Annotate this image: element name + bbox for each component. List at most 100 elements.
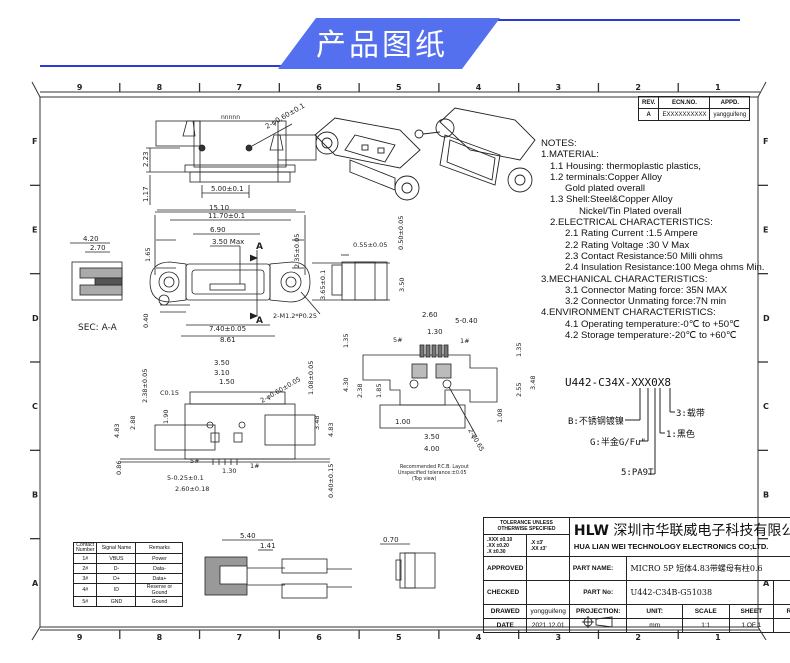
cell: GND (96, 596, 137, 607)
banner-title: 产品图纸 (316, 28, 448, 63)
pcb-dim-1-00: 1.00 (395, 418, 411, 426)
column-label: 9 (77, 83, 83, 92)
header-remarks: Remarks (135, 542, 184, 554)
note-line: 3.MECHANICAL CHARACTERISTICS: (541, 273, 708, 285)
dim-0-55: 0.55±0.05 (353, 241, 387, 249)
ecn-header: ECN.NO. (658, 96, 711, 109)
cell: Data- (135, 563, 184, 574)
title-block: TOLERANCE UNLESS OTHERWISE SPECIFIED HLW… (482, 517, 790, 633)
dim-6-90: 6.90 (210, 226, 226, 234)
note-line: NOTES: (541, 138, 577, 149)
pcb-dim-3-48: 3.48 (529, 376, 537, 390)
banner-parallelogram (278, 18, 500, 69)
section-marker-bottom: A (256, 316, 263, 326)
dim-3-50: 3.50 (398, 278, 406, 292)
legend-1: 1:黑色 (666, 430, 695, 440)
note-line: Nickel/Tin Plated overall (579, 205, 682, 217)
note-line: 3.2 Connector Unmating force:7N min (565, 296, 727, 308)
column-label: 7 (236, 633, 242, 642)
dim-4-20: 4.20 (83, 235, 99, 243)
dim-0-86: 0.86 (115, 461, 123, 475)
pcb-dim-2-38: 2.38 (356, 384, 364, 398)
sheet-value: 1 OF 1 (728, 618, 775, 633)
pcb-pin5: 5# (393, 336, 403, 344)
part-code: U442-C34X-XXX0X8 (565, 376, 671, 389)
dim-1-41: 1.41 (260, 542, 276, 550)
dim-pitch: 5.00±0.1 (211, 185, 244, 193)
part-name-value: MICRO 5P 短体4.83带螺母有柱0.6 (626, 556, 790, 581)
side-section-drawing (204, 539, 352, 599)
column-label: 8 (157, 633, 163, 642)
tolerance-title: TOLERANCE UNLESS OTHERWISE SPECIFIED (483, 517, 570, 535)
cell: 5# (72, 596, 98, 607)
row-label: F (763, 137, 768, 146)
cell: VBUS (96, 553, 137, 564)
banner-graphic (40, 18, 740, 69)
approved-value (526, 556, 570, 581)
rev-label: REV. (773, 604, 790, 619)
checked-value (526, 580, 570, 605)
pcb-dim-pad: 5-0.40 (455, 317, 478, 325)
rev-header: REV. (637, 96, 660, 109)
dim-2-35: 2.35±0.05 (293, 234, 301, 268)
row-label: D (763, 314, 770, 323)
pcb-dim-1-35-right: 1.35 (515, 343, 523, 357)
row-label: F (32, 137, 37, 146)
legend-b: B:不锈钢镀镍 (568, 417, 624, 427)
dim-3-48: 3.48 (313, 416, 321, 430)
tol-x: .X ±0.30 (487, 548, 506, 555)
column-label: 2 (635, 633, 641, 642)
column-label: 4 (476, 633, 482, 642)
tol-angle-xx: .XX ±3' (530, 545, 547, 552)
dim-bv-pins: 2-φ0.60±0.05 (259, 375, 302, 405)
revision-table: REV. ECN.NO. APPD. A EXXXXXXXXXX yanggui… (637, 96, 751, 121)
dim-bv-3-50: 3.50 (214, 359, 230, 367)
pcb-dim-1-35-left: 1.35 (342, 334, 350, 348)
rear-view-drawing (380, 543, 436, 589)
appd-value: yangguifeng (709, 108, 751, 121)
dim-2-60: 2.60±0.18 (175, 485, 209, 493)
approved-label: APPROVED (482, 556, 528, 581)
front-view-drawing (149, 211, 321, 337)
dim-c015: C0.15 (160, 389, 179, 397)
scale-label: SCALE (681, 604, 730, 619)
column-ticks (119, 83, 679, 639)
unit-value: mm (626, 618, 683, 633)
dim-0-50: 0.50±0.05 (397, 216, 405, 250)
row-label: B (32, 491, 38, 500)
dim-bv-1-50: 1.50 (219, 378, 235, 386)
tol-xx: .XX ±0.20 (487, 542, 509, 549)
note-line: 2.ELECTRICAL CHARACTERISTICS: (550, 217, 713, 229)
dim-11-70: 11.70±0.1 (208, 212, 245, 220)
cell: D- (96, 563, 137, 574)
dim-0-40-bv: 0.40±0.15 (327, 464, 335, 498)
table-row: 3#D+Data+ (72, 573, 184, 584)
pcb-dim-4-30: 4.30 (342, 378, 350, 392)
part-name-label: PART NAME: (568, 556, 628, 581)
pcb-layout-drawing (362, 344, 498, 438)
header-signal-name: Signal Name (96, 542, 137, 554)
drawed-label: DRAWED (482, 604, 528, 619)
column-label: 2 (635, 83, 641, 92)
section-a-a-drawing (70, 242, 123, 301)
dim-3-65: 3.65±0.1 (319, 270, 327, 300)
note-line: 2.4 Insulation Resistance:100 Mega ohms … (565, 262, 765, 274)
column-label: 4 (476, 83, 482, 92)
pcb-caption-3: (Top view) (412, 476, 437, 482)
note-line: 1.2 terminals:Copper Alloy (550, 171, 662, 183)
dim-2-38: 2.38±0.05 (141, 369, 149, 403)
contact-table-header: Contact Number Signal Name Remarks (72, 542, 184, 554)
top-view-drawing (146, 120, 317, 211)
cell: D+ (96, 573, 137, 584)
row-label: D (32, 314, 39, 323)
checked-label: CHECKED (482, 580, 528, 605)
dim-1-30: 1.30 (222, 467, 236, 475)
dim-5-40: 5.40 (240, 532, 256, 540)
dim-7-40: 7.40±0.05 (209, 325, 246, 333)
pcb-pin1: 1# (460, 337, 470, 345)
pcb-dim-2-55: 2.55 (515, 383, 523, 397)
dim-0-40: 0.40 (142, 314, 150, 328)
dim-pin-dia: 2-φ0.60±0.1 (264, 102, 306, 131)
pcb-dim-3-50: 3.50 (424, 433, 440, 441)
part-no-label: PART No: (568, 580, 628, 605)
